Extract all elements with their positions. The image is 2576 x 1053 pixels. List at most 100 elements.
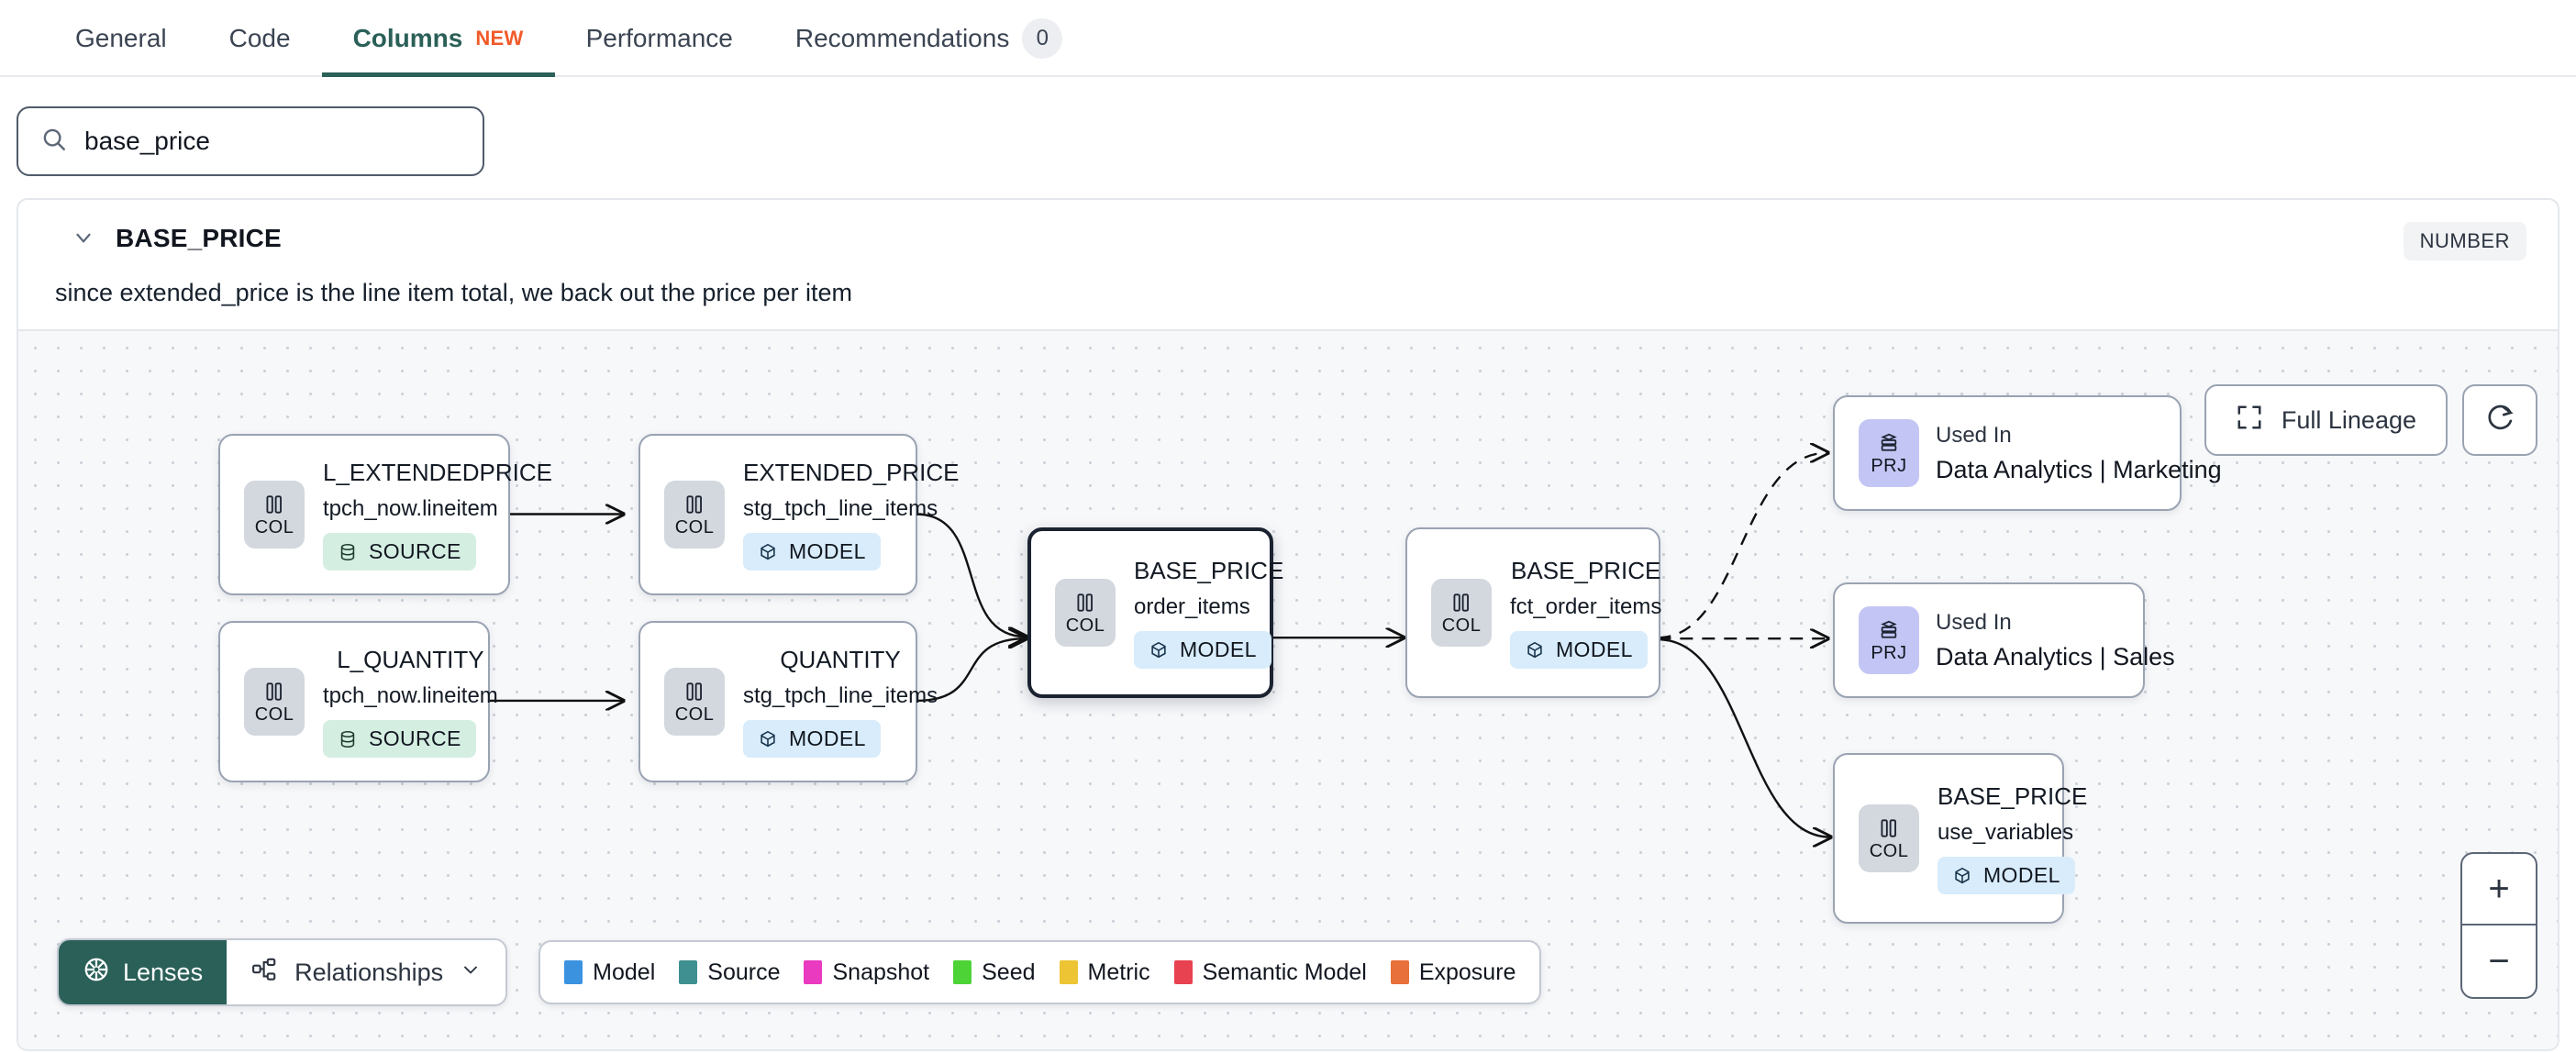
col-chip: COL xyxy=(1431,579,1492,647)
col-chip: COL xyxy=(1055,579,1116,647)
lineage-node-project-sales[interactable]: PRJ Used In Data Analytics | Sales xyxy=(1833,582,2175,698)
node-badge-label: MODEL xyxy=(789,726,866,750)
chevron-down-icon xyxy=(460,959,482,987)
col-chip: COL xyxy=(244,481,305,549)
refresh-button[interactable] xyxy=(2462,384,2537,456)
col-chip: COL xyxy=(244,668,305,736)
col-chip-label: COL xyxy=(1441,615,1482,636)
canvas-bottom-bar: Lenses Relationships xyxy=(57,938,1542,1006)
relationships-label: Relationships xyxy=(294,958,444,986)
col-chip-label: COL xyxy=(254,704,294,725)
col-chip: COL xyxy=(1859,804,1919,872)
node-subtitle: order_items xyxy=(1134,594,1250,619)
col-chip-label: COL xyxy=(254,517,294,538)
node-badge-label: MODEL xyxy=(1180,637,1257,661)
project-name: Data Analytics | Sales xyxy=(1936,642,2175,671)
project-name: Data Analytics | Marketing xyxy=(1936,455,2222,483)
legend-item-semantic-model: Semantic Model xyxy=(1173,959,1367,986)
relationships-dropdown[interactable]: Relationships xyxy=(227,940,506,1004)
node-body: Used In Data Analytics | Marketing xyxy=(1928,414,2253,493)
tab-code[interactable]: Code xyxy=(198,0,322,77)
legend-swatch xyxy=(804,960,823,984)
node-subtitle: tpch_now.lineitem xyxy=(323,683,498,708)
lineage-canvas[interactable]: COL L_EXTENDEDPRICE tpch_now.lineitem SO… xyxy=(18,329,2558,1049)
node-title: BASE_PRICE xyxy=(1134,557,1284,584)
node-type-badge: MODEL xyxy=(1510,631,1648,669)
legend-label: Seed xyxy=(982,959,1036,985)
lineage-node-l-quantity[interactable]: COL L_QUANTITY tpch_now.lineitem SOURCE xyxy=(218,621,498,782)
lineage-node-base-price-use-variables[interactable]: COL BASE_PRICE use_variables MODEL xyxy=(1833,753,2087,924)
prj-chip-label: PRJ xyxy=(1871,456,1907,476)
legend-label: Exposure xyxy=(1418,959,1516,985)
zoom-out-button[interactable]: − xyxy=(2488,940,2510,981)
legend-label: Snapshot xyxy=(832,959,930,985)
legend-swatch xyxy=(1173,960,1193,984)
lenses-button[interactable]: Lenses xyxy=(59,940,228,1004)
tab-performance[interactable]: Performance xyxy=(555,0,764,77)
tab-bar: General Code Columns NEW Performance Rec… xyxy=(0,0,2576,77)
node-subtitle: use_variables xyxy=(1938,820,2074,845)
node-body: QUANTITY stg_tpch_line_items MODEL xyxy=(734,638,961,765)
node-type-badge: MODEL xyxy=(1938,857,2075,894)
node-type-badge: MODEL xyxy=(743,720,881,758)
expand-icon xyxy=(2236,404,2263,438)
lineage-node-base-price-fct-order-items[interactable]: COL BASE_PRICE fct_order_items MODEL xyxy=(1405,527,1661,698)
legend-label: Semantic Model xyxy=(1202,959,1367,985)
node-badge-label: MODEL xyxy=(1983,863,2060,887)
aperture-icon xyxy=(83,956,110,990)
zoom-in-button[interactable]: + xyxy=(2462,854,2536,926)
legend-item-exposure: Exposure xyxy=(1390,959,1516,986)
node-title: QUANTITY xyxy=(780,646,901,673)
project-used-in-label: Used In xyxy=(1936,422,2012,448)
tab-columns-label: Columns xyxy=(352,24,463,52)
legend-item-seed: Seed xyxy=(953,959,1036,986)
prj-chip: PRJ xyxy=(1859,419,1919,487)
zoom-controls[interactable]: + − xyxy=(2460,852,2537,999)
relationships-icon xyxy=(250,956,278,990)
search-icon xyxy=(40,126,68,158)
legend-label: Source xyxy=(707,959,781,985)
node-badge-label: MODEL xyxy=(1556,637,1633,661)
node-type-badge: SOURCE xyxy=(323,533,476,571)
node-title: EXTENDED_PRICE xyxy=(743,459,960,486)
node-type-badge: MODEL xyxy=(1134,631,1271,669)
tab-columns[interactable]: Columns NEW xyxy=(321,0,555,77)
chevron-down-icon[interactable] xyxy=(72,226,95,249)
legend-swatch xyxy=(679,960,698,984)
col-chip-label: COL xyxy=(1065,615,1105,636)
legend-label: Model xyxy=(593,959,656,985)
tab-code-label: Code xyxy=(228,24,291,52)
tab-recommendations[interactable]: Recommendations 0 xyxy=(764,0,1094,77)
prj-chip-label: PRJ xyxy=(1871,643,1907,663)
node-title: BASE_PRICE xyxy=(1511,557,1661,584)
lineage-node-l-extendedprice[interactable]: COL L_EXTENDEDPRICE tpch_now.lineitem SO… xyxy=(218,434,552,595)
tab-performance-label: Performance xyxy=(585,24,733,52)
column-description: since extended_price is the line item to… xyxy=(55,279,852,306)
lineage-node-quantity[interactable]: COL QUANTITY stg_tpch_line_items MODEL xyxy=(638,621,938,782)
node-title: L_EXTENDEDPRICE xyxy=(323,459,552,486)
project-used-in-label: Used In xyxy=(1936,609,2012,635)
search-input[interactable] xyxy=(84,127,461,156)
legend-swatch xyxy=(1390,960,1409,984)
node-body: Used In Data Analytics | Sales xyxy=(1928,601,2206,681)
column-card: BASE_PRICE NUMBER since extended_price i… xyxy=(17,198,2559,1051)
column-type-badge: NUMBER xyxy=(2403,222,2526,260)
full-lineage-button[interactable]: Full Lineage xyxy=(2204,384,2448,456)
tab-general-label: General xyxy=(75,24,167,52)
lineage-node-extended-price[interactable]: COL EXTENDED_PRICE stg_tpch_line_items M… xyxy=(638,434,960,595)
node-badge-label: MODEL xyxy=(789,539,866,563)
legend-label: Metric xyxy=(1087,959,1150,985)
col-chip-label: COL xyxy=(674,517,715,538)
lineage-node-project-marketing[interactable]: PRJ Used In Data Analytics | Marketing xyxy=(1833,395,2222,511)
tab-general[interactable]: General xyxy=(44,0,198,77)
legend-swatch xyxy=(953,960,972,984)
lineage-node-base-price-order-items[interactable]: COL BASE_PRICE order_items MODEL xyxy=(1027,527,1283,698)
prj-chip: PRJ xyxy=(1859,606,1919,674)
search-box[interactable] xyxy=(17,106,484,176)
node-type-badge: SOURCE xyxy=(323,720,476,758)
node-badge-label: SOURCE xyxy=(369,726,461,750)
node-body: EXTENDED_PRICE stg_tpch_line_items MODEL xyxy=(734,451,983,578)
refresh-icon xyxy=(2484,403,2515,438)
legend-item-source: Source xyxy=(679,959,780,986)
search-area xyxy=(0,77,2576,198)
